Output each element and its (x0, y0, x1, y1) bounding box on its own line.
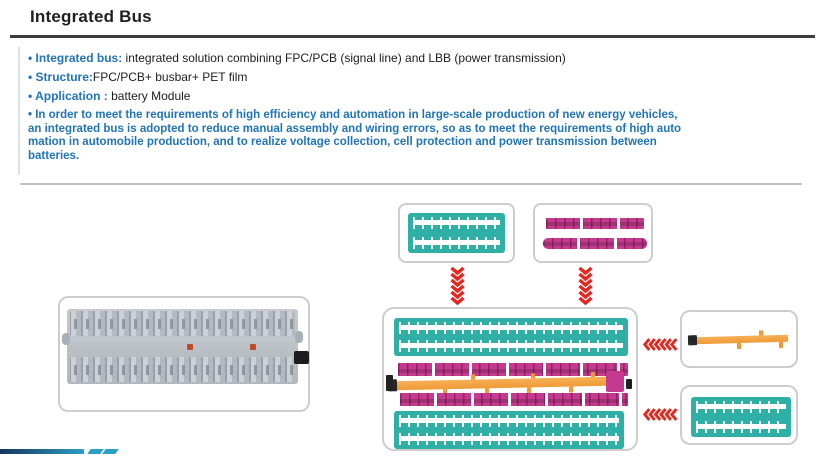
lbb-power-bar (687, 334, 789, 346)
description-paragraph: • In order to meet the requirements of h… (28, 109, 682, 162)
bullet-label: • Structure: (28, 70, 93, 84)
fpc-strip (408, 213, 505, 253)
fpc-comb (399, 415, 619, 427)
battery-module-image (62, 309, 309, 384)
lbb-end-cap (687, 335, 698, 346)
bullet-item-application: • Application : battery Module (28, 87, 812, 106)
busbar-row (546, 218, 644, 229)
busbar-row (543, 238, 647, 249)
bullet-item-structure: • Structure:FPC/PCB+ busbar+ PET film (28, 68, 812, 87)
left-arrow-icon (643, 408, 678, 421)
bullet-text: FPC/PCB+ busbar+ PET film (92, 70, 248, 84)
fpc-comb (696, 401, 786, 413)
connector-bit (626, 379, 632, 389)
integrated-assembly-box (382, 307, 638, 451)
fpc-component-box (680, 385, 798, 445)
down-arrow-icon (450, 266, 465, 306)
footer-accent-bar (0, 449, 84, 454)
busbar-end-block (606, 371, 624, 392)
down-arrow-icon (578, 266, 593, 306)
bullet-label: • Application : (28, 89, 108, 103)
product-photo-panel (58, 296, 310, 412)
module-top-tabs (70, 311, 295, 336)
footer-accent-slash (102, 449, 119, 454)
bullet-item-integrated-bus: • Integrated bus: integrated solution co… (28, 49, 812, 68)
lbb-power-bar (387, 376, 609, 392)
fpc-strip (691, 397, 791, 437)
lbb-component-box (680, 310, 798, 368)
fpc-comb (399, 322, 623, 334)
title-underline (10, 35, 815, 38)
orange-terminal (187, 344, 193, 350)
bullet-text: battery Module (107, 89, 191, 103)
module-right-nub (295, 331, 303, 343)
module-mid-band (70, 337, 295, 356)
fpc-strip (394, 411, 624, 449)
section-divider (20, 183, 802, 185)
connector-bit (386, 375, 393, 391)
page-title: Integrated Bus (30, 7, 152, 26)
module-left-nub (62, 333, 70, 345)
fpc-comb (399, 340, 623, 352)
fpc-strip (394, 318, 628, 356)
module-connector (294, 351, 309, 364)
left-arrow-icon (643, 338, 678, 351)
fpc-comb (413, 237, 500, 249)
fpc-comb (413, 217, 500, 229)
fpc-comb (399, 433, 619, 445)
bullet-list: • Integrated bus: integrated solution co… (28, 49, 812, 163)
bullet-label: • Integrated bus: (28, 51, 123, 65)
left-accent-line (18, 47, 20, 175)
module-bottom-tabs (70, 357, 295, 382)
bullet-text: integrated solution combining FPC/PCB (s… (122, 51, 566, 65)
orange-terminal (250, 344, 256, 350)
fpc-component-box (398, 203, 515, 263)
busbar-row (400, 393, 628, 406)
fpc-comb (696, 421, 786, 433)
busbar-component-box (533, 203, 653, 263)
